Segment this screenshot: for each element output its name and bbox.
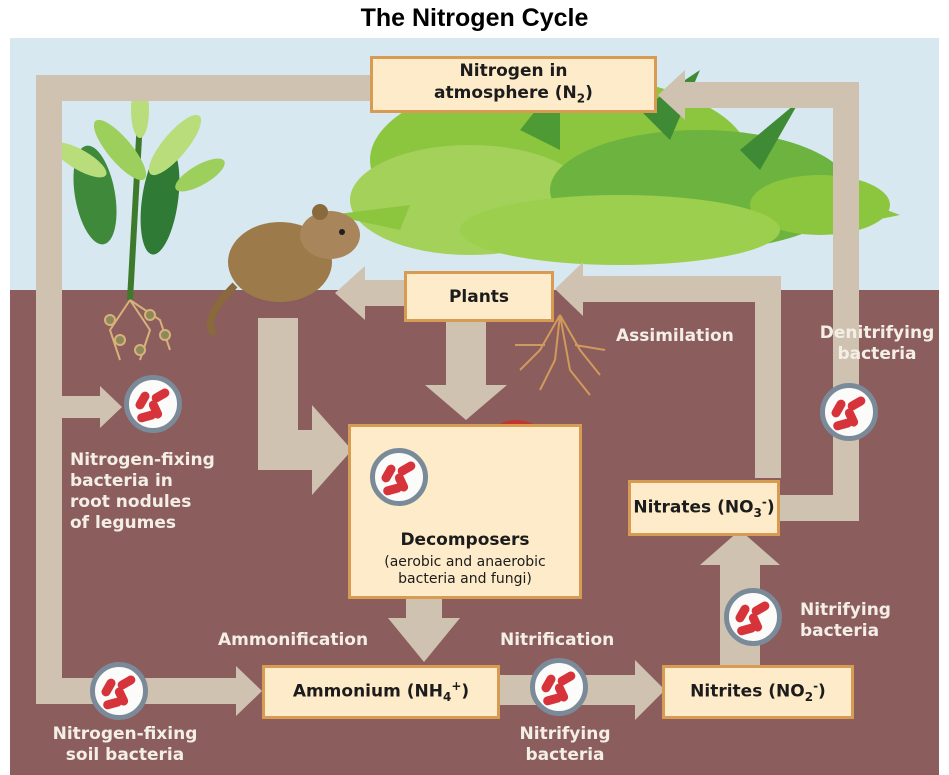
box-plants: Plants xyxy=(404,271,554,322)
label-legume-bacteria: Nitrogen-fixing bacteria in root nodules… xyxy=(70,450,215,534)
bacteria-denitrifying-icon xyxy=(820,383,878,441)
arrow-to-legume-bacteria xyxy=(60,396,105,418)
label-nitrifying-bacteria-bottom: Nitrifying bacteria xyxy=(500,724,630,766)
decomposers-subtitle-line1: (aerobic and anaerobic xyxy=(384,554,546,571)
arrow-assimilation-vertical xyxy=(755,276,781,478)
arrow-animal-to-decomposers xyxy=(258,430,318,470)
ammonium-label: Ammonium (NH4+) xyxy=(293,679,469,704)
bacteria-legume-icon xyxy=(124,375,182,433)
arrow-plants-down xyxy=(446,322,486,390)
nitrates-label: Nitrates (NO3-) xyxy=(633,495,774,520)
atmosphere-line1: Nitrogen in xyxy=(460,60,568,82)
bacteria-soil-icon xyxy=(90,662,148,720)
bacteria-nitrifying-right-icon xyxy=(724,588,782,646)
arrow-top-bar xyxy=(36,75,376,101)
box-nitrogen-atmosphere: Nitrogen in atmosphere (N2) xyxy=(370,56,657,113)
box-nitrites: Nitrites (NO2-) xyxy=(662,665,854,719)
box-ammonium: Ammonium (NH4+) xyxy=(262,665,500,719)
arrow-left-vertical xyxy=(36,75,62,693)
nitrites-label: Nitrites (NO2-) xyxy=(690,679,826,704)
bacteria-nitrification-icon xyxy=(530,658,588,716)
atmosphere-line2: atmosphere (N2) xyxy=(434,82,593,109)
box-nitrates: Nitrates (NO3-) xyxy=(628,480,780,536)
box-decomposers: Decomposers (aerobic and anaerobic bacte… xyxy=(348,424,582,599)
arrow-right-top-bar xyxy=(680,82,859,108)
arrow-nitrates-right xyxy=(780,495,859,521)
decomposers-title: Decomposers xyxy=(400,530,529,550)
arrow-decomposers-down xyxy=(406,598,442,620)
label-soil-bacteria: Nitrogen-fixing soil bacteria xyxy=(30,724,220,766)
label-ammonification: Ammonification xyxy=(218,630,368,651)
bacteria-decomposer-icon xyxy=(370,448,428,506)
arrow-assimilation-horizontal xyxy=(578,276,781,302)
arrow-denitrify-vertical xyxy=(833,82,859,520)
label-nitrifying-bacteria-right: Nitrifying bacteria xyxy=(800,600,891,642)
arrow-plants-to-animal xyxy=(360,280,406,306)
decomposers-subtitle-line2: bacteria and fungi) xyxy=(398,571,532,588)
label-denitrifying-bacteria: Denitrifying bacteria xyxy=(812,323,942,365)
label-assimilation: Assimilation xyxy=(616,326,734,347)
label-nitrification: Nitrification xyxy=(500,630,614,651)
plants-label: Plants xyxy=(449,287,509,307)
